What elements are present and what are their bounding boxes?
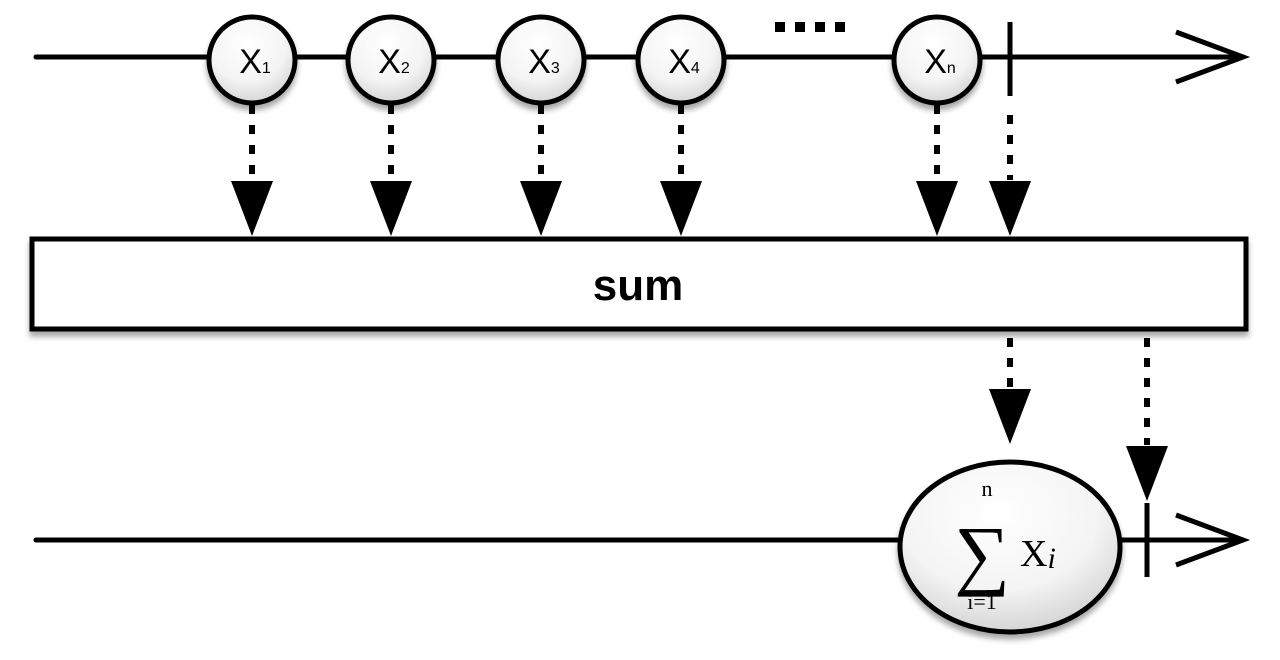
input-timeline-arrowhead xyxy=(1175,29,1251,85)
sum-upper-limit: n xyxy=(982,476,993,501)
marble-circle xyxy=(206,14,298,106)
marble-subscript: n xyxy=(947,60,956,77)
sum-term-subscript: i xyxy=(1047,542,1055,575)
sum-term-base: X xyxy=(1020,533,1047,575)
marble-x2: X2 xyxy=(345,14,437,106)
result-ellipse xyxy=(897,459,1123,635)
marble-circle xyxy=(495,14,587,106)
marble-x3: X3 xyxy=(495,14,587,106)
dotted-down-arrow-completion xyxy=(1126,338,1168,501)
operator-to-output-arrows xyxy=(989,338,1168,501)
marble-x4: X4 xyxy=(635,14,727,106)
sum-term: Xi xyxy=(1020,533,1056,575)
dotted-down-arrow xyxy=(231,105,273,236)
dotted-down-arrow xyxy=(916,105,958,236)
sigma-symbol: ∑ xyxy=(954,510,1010,597)
output-timeline-arrowhead xyxy=(1175,512,1251,568)
marble-base-label: X xyxy=(924,43,947,81)
marble-base-label: X xyxy=(378,43,401,81)
svg-text:X2: X2 xyxy=(378,43,410,81)
dotted-down-arrow-result xyxy=(989,338,1031,444)
svg-text:X3: X3 xyxy=(528,43,560,81)
operator-label: sum xyxy=(593,261,683,310)
dotted-down-arrow xyxy=(520,105,562,236)
dotted-down-arrow xyxy=(660,105,702,236)
marble-subscript: 1 xyxy=(262,60,271,77)
input-to-operator-arrows xyxy=(231,105,1031,236)
dotted-down-arrow xyxy=(370,105,412,236)
svg-text:Xn: Xn xyxy=(924,43,956,81)
marble-base-label: X xyxy=(239,43,262,81)
marble-xn: Xn xyxy=(891,14,983,106)
marble-circle xyxy=(345,14,437,106)
marble-circle xyxy=(891,14,983,106)
svg-text:X4: X4 xyxy=(668,43,700,81)
marble-subscript: 2 xyxy=(401,60,410,77)
ellipsis-dot xyxy=(795,22,805,32)
operator-box: sum xyxy=(29,236,1249,332)
marble-base-label: X xyxy=(528,43,551,81)
marble-subscript: 3 xyxy=(551,60,560,77)
marble-subscript: 4 xyxy=(691,60,700,77)
dotted-down-arrow-completion xyxy=(989,115,1031,236)
svg-text:X1: X1 xyxy=(239,43,271,81)
sum-lower-limit: i=1 xyxy=(967,589,997,614)
ellipsis-dot xyxy=(775,22,785,32)
marble-circle xyxy=(635,14,727,106)
ellipsis-dot xyxy=(835,22,845,32)
ellipsis-dot xyxy=(815,22,825,32)
ellipsis xyxy=(775,22,845,32)
marble-x1: X1 xyxy=(206,14,298,106)
result-marble: n ∑ Xi i=1 xyxy=(897,459,1123,635)
marble-base-label: X xyxy=(668,43,691,81)
operator-rect xyxy=(29,236,1249,332)
